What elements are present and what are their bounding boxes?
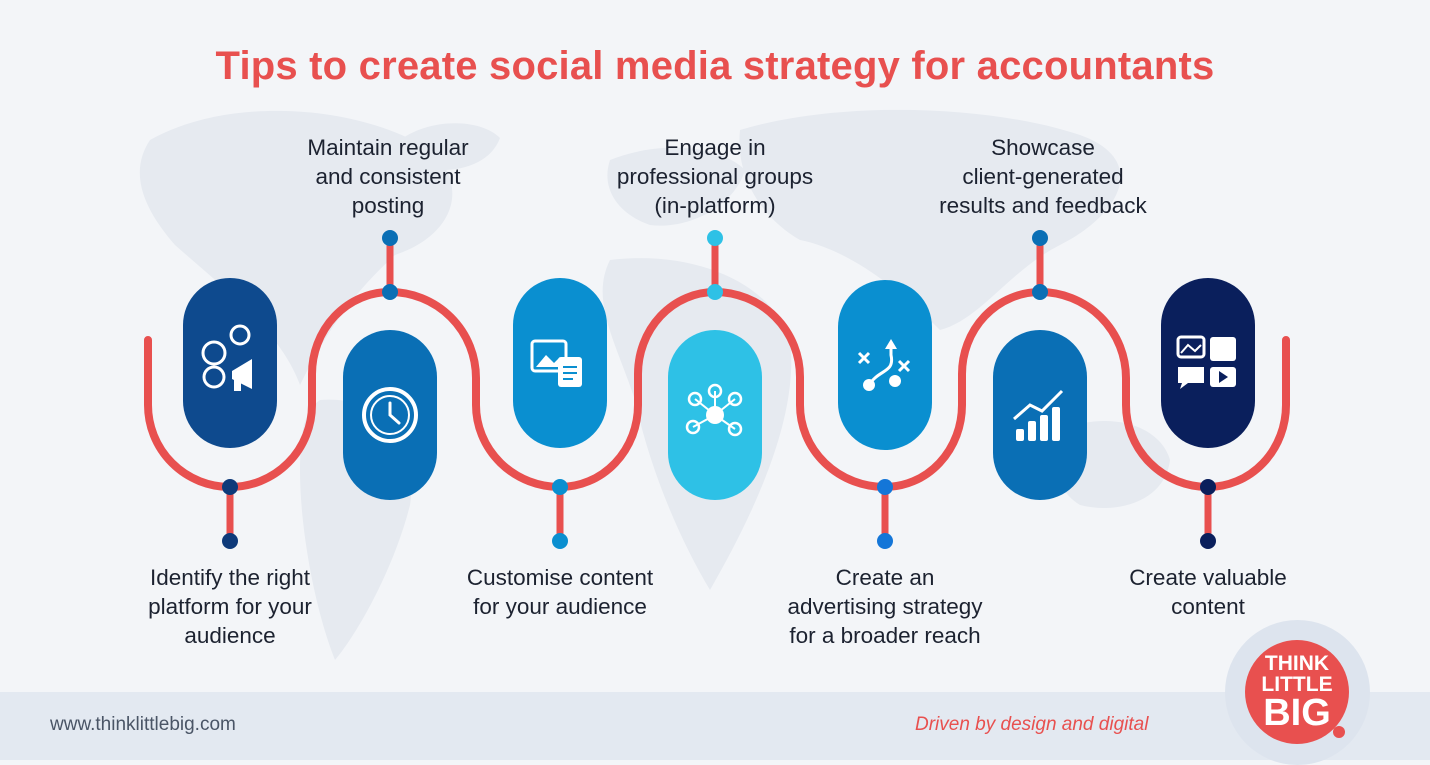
content-icon (1176, 335, 1236, 389)
step-label-line: Showcase (991, 135, 1095, 160)
step-pill-6 (993, 330, 1087, 500)
website-link[interactable]: www.thinklittlebig.com (50, 714, 236, 735)
step-pill-5 (838, 280, 932, 450)
step-pill-7 (1161, 278, 1255, 448)
step-label-line: for a broader reach (789, 623, 981, 648)
connector-dot (877, 479, 893, 495)
step-label-line: Customise content (466, 565, 654, 590)
step-label-line: (in-platform) (654, 193, 776, 218)
footer-bar (0, 692, 1430, 760)
strategy-icon (857, 339, 911, 391)
growth-chart-icon (1013, 389, 1064, 441)
step-label-6: Showcase client-generated results and fe… (913, 133, 1173, 220)
tagline: Driven by design and digital (915, 714, 1149, 735)
step-label-line: professional groups (616, 164, 814, 189)
connector-dot (1032, 284, 1048, 300)
connector-dot (222, 533, 238, 549)
logo-line-big: BIG (1263, 692, 1331, 734)
connector-dot (552, 533, 568, 549)
step-label-line: Engage in (664, 135, 766, 160)
step-label-line: Identify the right (149, 565, 311, 590)
connector-dot (877, 533, 893, 549)
brand-logo: THINK LITTLE BIG (1245, 640, 1349, 744)
connector-dot (382, 230, 398, 246)
logo-line-little: LITTLE (1261, 673, 1333, 696)
step-label-line: audience (184, 623, 276, 648)
step-label-4: Engage in professional groups (in-platfo… (585, 133, 845, 220)
step-label-1: Identify the right platform for your aud… (100, 563, 360, 650)
step-label-line: Create an (835, 565, 935, 590)
image-document-icon (530, 339, 582, 387)
social-media-icon (201, 324, 252, 391)
step-label-line: platform for your (148, 594, 312, 619)
connector-dot (707, 230, 723, 246)
logo-line-think: THINK (1264, 652, 1330, 675)
connector-dot (1032, 230, 1048, 246)
step-label-line: posting (351, 193, 425, 218)
step-label-line: and consistent (315, 164, 461, 189)
step-label-line: Maintain regular (307, 135, 469, 160)
step-label-line: Create valuable (1129, 565, 1287, 590)
connector-dot (1200, 533, 1216, 549)
step-label-line: client-generated (962, 164, 1124, 189)
connector-dot (707, 284, 723, 300)
connector-dot (382, 284, 398, 300)
connector-dot (1200, 479, 1216, 495)
step-label-7: Create valuable content (1078, 563, 1338, 621)
step-pill-1 (183, 278, 277, 448)
step-label-line: for your audience (473, 594, 647, 619)
step-label-3: Customise content for your audience (430, 563, 690, 621)
step-label-line: content (1171, 594, 1245, 619)
step-label-line: advertising strategy (787, 594, 983, 619)
step-label-5: Create an advertising strategy for a bro… (755, 563, 1015, 650)
logo-dot (1333, 726, 1345, 738)
network-icon (685, 383, 743, 437)
step-label-line: results and feedback (939, 193, 1147, 218)
clock-icon (362, 387, 418, 443)
connector-dot (222, 479, 238, 495)
step-label-2: Maintain regular and consistent posting (258, 133, 518, 220)
connector-dot (552, 479, 568, 495)
page-title: Tips to create social media strategy for… (215, 44, 1215, 88)
